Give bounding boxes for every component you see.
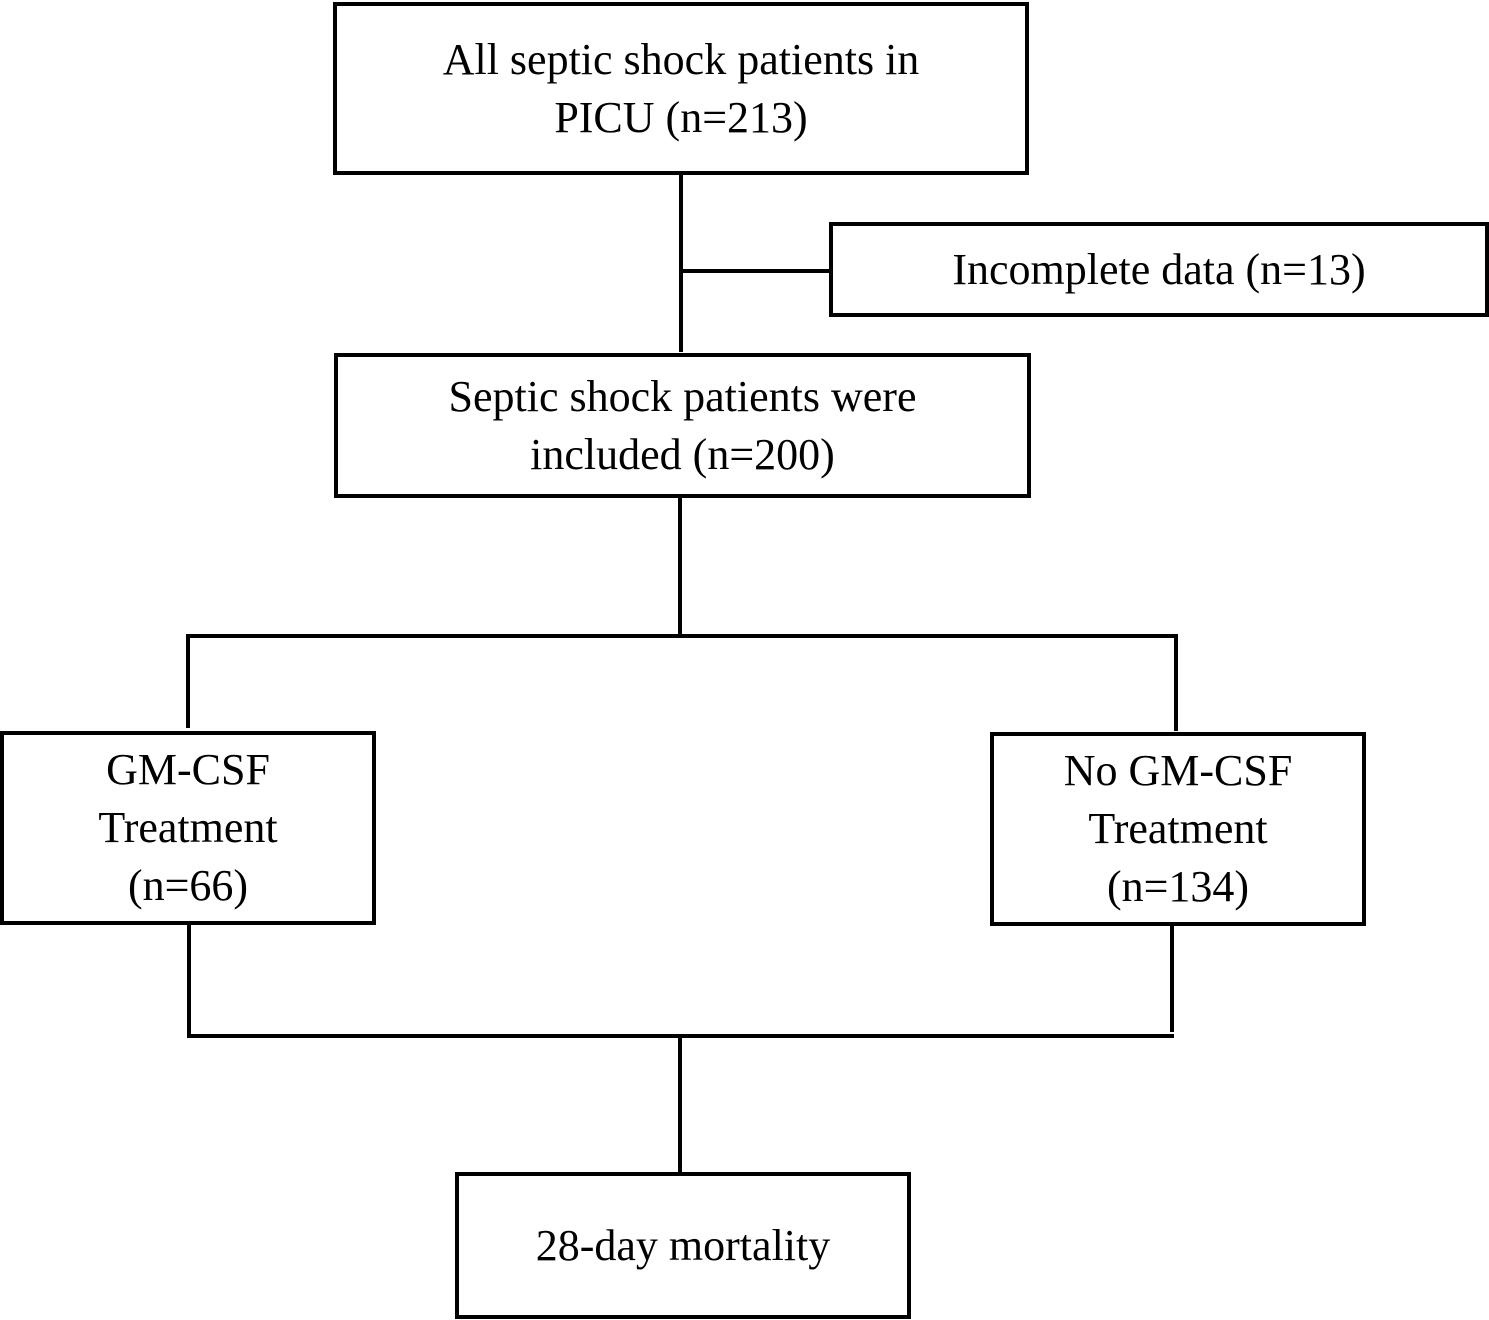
box-outcome-line-1: 28-day mortality: [535, 1220, 831, 1270]
box-incomplete-data: Incomplete data (n=13): [829, 222, 1489, 317]
box-no-gmcsf-line-2: Treatment: [1088, 804, 1268, 853]
box-included-line-1: Septic shock patients were: [448, 371, 917, 421]
box-all-patients-line-1: All septic shock patients in: [442, 34, 920, 84]
box-all-patients-line-2: PICU (n=213): [554, 92, 808, 142]
box-gmcsf-line-2: Treatment: [98, 803, 278, 852]
box-no-gmcsf-treatment: No GM-CSF Treatment (n=134): [990, 732, 1366, 926]
box-all-patients: All septic shock patients in PICU (n=213…: [333, 2, 1029, 175]
box-incomplete-data-line-1: Incomplete data (n=13): [952, 244, 1366, 294]
box-no-gmcsf-line-3: (n=134): [1106, 862, 1250, 911]
box-gmcsf-line-3: (n=66): [127, 861, 249, 910]
box-28-day-mortality: 28-day mortality: [455, 1172, 911, 1319]
box-gmcsf-line-1: GM-CSF: [106, 745, 270, 794]
box-included-line-2: included (n=200): [530, 429, 835, 479]
box-no-gmcsf-line-1: No GM-CSF: [1063, 746, 1293, 795]
box-gmcsf-treatment: GM-CSF Treatment (n=66): [0, 731, 376, 925]
box-included: Septic shock patients were included (n=2…: [334, 353, 1031, 498]
